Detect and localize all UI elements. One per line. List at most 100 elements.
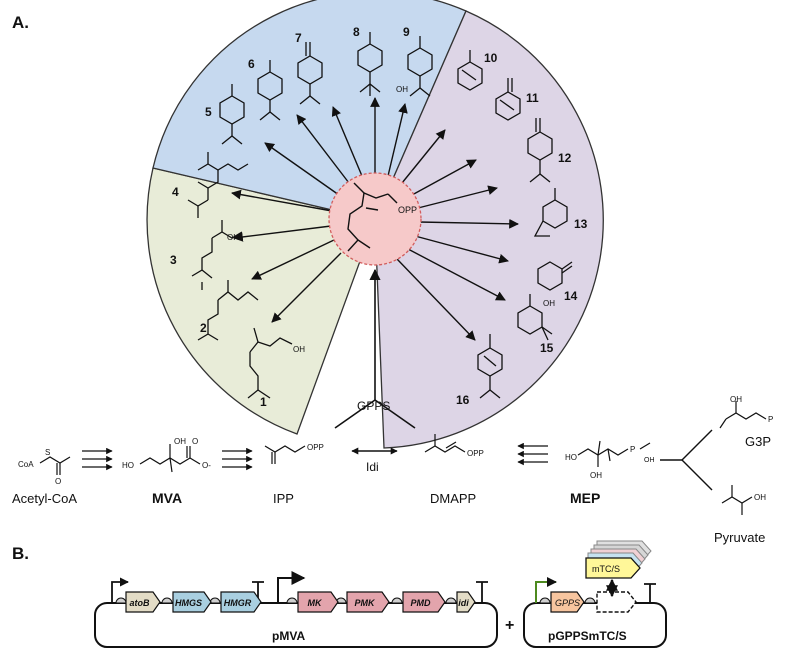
gene-label-hmgs: HMGS bbox=[175, 598, 202, 608]
g3p-label: G3P bbox=[745, 434, 771, 449]
panel-b-label: B. bbox=[12, 544, 29, 563]
mva-oh: OH bbox=[174, 437, 186, 446]
compound-number-5: 5 bbox=[205, 105, 212, 119]
pmva-name: pMVA bbox=[272, 629, 305, 643]
gpps-gene-label: GPPS bbox=[555, 598, 580, 608]
mva-structure bbox=[139, 444, 201, 473]
gpp-structure bbox=[347, 182, 398, 252]
gpp-opp-label: OPP bbox=[398, 205, 417, 215]
arrows-from-mep bbox=[517, 442, 548, 466]
pmva-terminator-2 bbox=[476, 581, 488, 603]
compound-number-9: 9 bbox=[403, 25, 410, 39]
gene-mk bbox=[297, 591, 339, 613]
acetyl-coa-label: Acetyl-CoA bbox=[12, 491, 77, 506]
product-arrows bbox=[231, 97, 519, 341]
ipp-structure bbox=[264, 445, 306, 464]
monocyclic-numbers: 5 6 7 8 9 bbox=[205, 25, 410, 119]
precursor-junction bbox=[660, 429, 713, 491]
gene-idi bbox=[456, 591, 476, 613]
gpps-arrow bbox=[334, 268, 416, 429]
plus-sign: + bbox=[505, 617, 514, 634]
pyruvate-oh: OH bbox=[754, 493, 766, 502]
pyruvate-label: Pyruvate bbox=[714, 530, 765, 545]
compound-number-1: 1 bbox=[260, 395, 267, 409]
g3p-oh: OH bbox=[730, 395, 742, 404]
gene-label-pmd: PMD bbox=[411, 598, 432, 608]
compound-1-oh: OH bbox=[293, 345, 305, 354]
pgpps-rbs-1 bbox=[539, 597, 551, 604]
gene-pmd bbox=[402, 591, 446, 613]
g3p-p: P bbox=[768, 415, 773, 424]
gpps-gene bbox=[550, 591, 585, 613]
monocyclic-structures bbox=[219, 32, 433, 145]
compound-number-16: 16 bbox=[456, 393, 470, 407]
acetyl-coa-o: O bbox=[55, 477, 61, 486]
compound-number-10: 10 bbox=[484, 51, 498, 65]
compound-number-3: 3 bbox=[170, 253, 177, 267]
gene-hmgs bbox=[172, 591, 212, 613]
compound-number-15: 15 bbox=[540, 341, 554, 355]
monocyclic-sector bbox=[152, 0, 467, 221]
dmapp-opp: OPP bbox=[467, 449, 484, 458]
gene-label-atob: atoB bbox=[130, 598, 151, 608]
mep-oh2: OH bbox=[644, 457, 655, 464]
bicyclic-sector bbox=[374, 10, 604, 449]
mva-o-minus: O- bbox=[202, 461, 211, 470]
compound-15-oh: OH bbox=[543, 299, 555, 308]
acetyl-coa-structure bbox=[39, 456, 71, 475]
gpps-label: GPPS bbox=[357, 399, 390, 413]
ipp-opp: OPP bbox=[307, 443, 324, 452]
panel-a-label: A. bbox=[12, 13, 29, 32]
pgpps-terminator bbox=[644, 583, 656, 603]
gene-label-hmgr: HMGR bbox=[224, 598, 252, 608]
acyclic-structures bbox=[187, 152, 293, 399]
compound-number-11: 11 bbox=[526, 91, 539, 105]
mep-oh: OH bbox=[590, 471, 602, 480]
gene-atob bbox=[125, 591, 161, 613]
pmva-terminator-1 bbox=[252, 581, 264, 603]
compound-number-13: 13 bbox=[574, 217, 588, 231]
mtcs-insert bbox=[585, 557, 641, 579]
mep-label: MEP bbox=[570, 490, 600, 506]
pgpps-name: pGPPSmTC/S bbox=[548, 629, 627, 643]
acyclic-numbers: 4 3 2 1 bbox=[170, 185, 267, 409]
gene-label-mk: MK bbox=[308, 598, 323, 608]
compound-number-6: 6 bbox=[248, 57, 255, 71]
pmva-promoter-2 bbox=[277, 571, 306, 603]
arrows-to-ipp bbox=[222, 447, 253, 471]
acetyl-coa-s: S bbox=[45, 448, 50, 457]
insert-slot bbox=[596, 591, 637, 613]
compound-3-oh: OH bbox=[227, 233, 239, 242]
arrows-to-mva bbox=[82, 447, 113, 471]
mep-structure bbox=[577, 440, 651, 467]
mva-label: MVA bbox=[152, 490, 182, 506]
dmapp-structure bbox=[424, 434, 466, 453]
compound-number-14: 14 bbox=[564, 289, 578, 303]
mtcs-label: mTC/S bbox=[592, 564, 620, 574]
acyclic-sector bbox=[146, 167, 376, 435]
pgpps-promoter bbox=[535, 577, 557, 603]
idi-label: Idi bbox=[366, 460, 379, 474]
gpp-circle bbox=[328, 172, 422, 266]
ipp-label: IPP bbox=[273, 491, 294, 506]
compound-number-4: 4 bbox=[172, 185, 179, 199]
mep-ho: HO bbox=[565, 453, 577, 462]
compound-number-8: 8 bbox=[353, 25, 360, 39]
pyruvate-structure bbox=[721, 485, 753, 515]
bicyclic-structures bbox=[457, 50, 573, 399]
acetyl-coa-coa: CoA bbox=[18, 460, 34, 469]
compound-number-12: 12 bbox=[558, 151, 572, 165]
mva-ho: HO bbox=[122, 461, 134, 470]
bicyclic-numbers: 10 11 12 13 14 15 16 bbox=[456, 51, 588, 407]
compound-number-7: 7 bbox=[295, 31, 302, 45]
mep-p: P bbox=[630, 445, 635, 454]
gene-hmgr bbox=[220, 591, 262, 613]
compound-9-oh: OH bbox=[396, 85, 408, 94]
gene-pmk bbox=[346, 591, 390, 613]
mva-o: O bbox=[192, 437, 198, 446]
pgpps-rbs-2 bbox=[584, 597, 596, 604]
gene-label-pmk: PMK bbox=[355, 598, 377, 608]
